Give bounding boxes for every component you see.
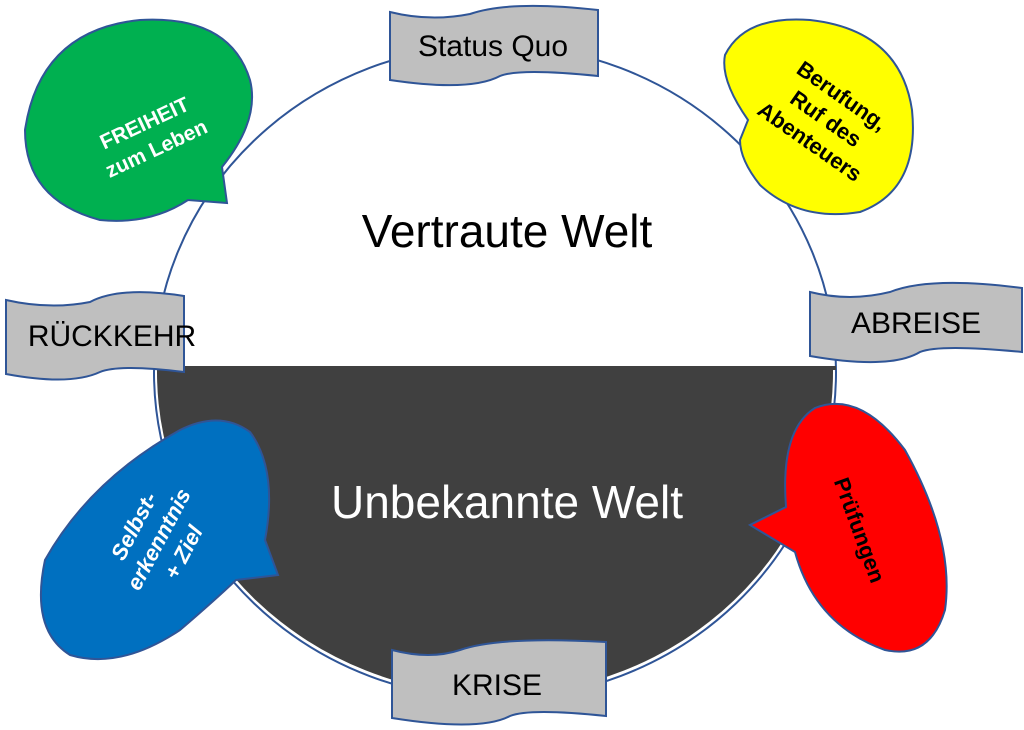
unknown-world-label: Unbekannte Welt [331,476,683,528]
svg-text:KRISE: KRISE [452,669,542,702]
bubble-freiheit: FREIHEIT zum Leben [23,18,254,222]
svg-text:RÜCKKEHR: RÜCKKEHR [28,320,196,353]
divider [154,366,836,370]
banner-rueckkehr: RÜCKKEHR [5,291,196,381]
svg-text:Status Quo: Status Quo [418,30,568,63]
svg-text:ABREISE: ABREISE [851,307,981,340]
known-world-label: Vertraute Welt [362,205,653,257]
bubble-pruefungen: Prüfungen [747,402,948,653]
banner-abreise: ABREISE [809,281,1023,364]
banner-status-quo: Status Quo [389,4,599,87]
bubble-berufung: Berufung, Ruf des Abenteuers [723,18,914,216]
unknown-world-area [157,368,833,695]
bubble-selbsterkenntnis: Selbst- erkenntnis + Ziel [39,419,280,661]
banner-krise: KRISE [391,639,607,726]
